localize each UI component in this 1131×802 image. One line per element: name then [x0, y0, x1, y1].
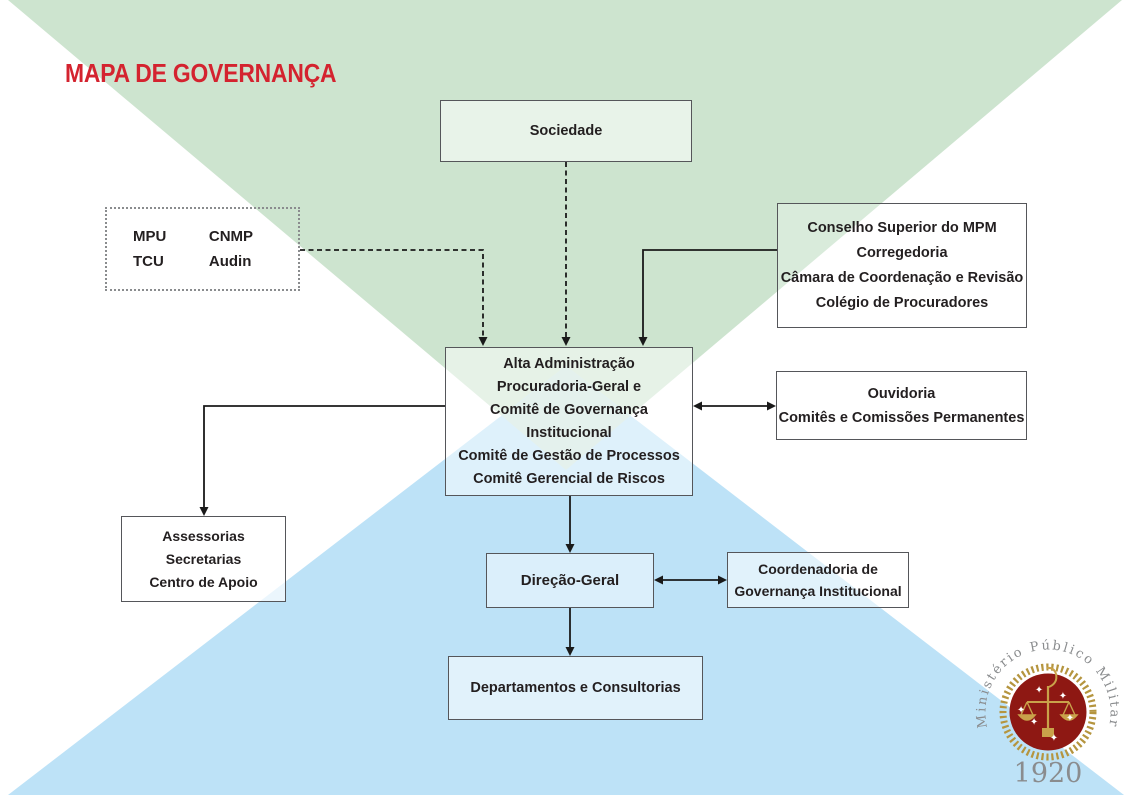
arrowhead-down-icon — [561, 337, 571, 346]
external-organ-label: CNMP — [208, 228, 254, 245]
arrowhead-left-icon — [654, 575, 663, 585]
box-label: Procuradoria-Geral e — [496, 378, 642, 395]
mpm-seal: Ministério Público Militar ✦ ✦ ✦ ✦ ✦ ✦ 1… — [974, 638, 1120, 789]
connector-lines — [203, 162, 777, 648]
box-label: Corregedoria — [856, 244, 948, 261]
box-departamentos-consultorias: Departamentos e Consultorias — [448, 656, 703, 720]
scales-of-justice-icon — [1017, 666, 1079, 737]
arrowhead-down-icon — [638, 337, 648, 346]
box-label: Comitê de Governança Institucional — [490, 401, 648, 441]
box-label: Comitês e Comissões Permanentes — [778, 409, 1025, 426]
box-label: Câmara de Coordenação e Revisão — [780, 269, 1024, 286]
arrowhead-right-icon — [718, 575, 727, 585]
box-label: Sociedade — [529, 123, 603, 139]
box-label: Direção-Geral — [520, 572, 620, 589]
arrowhead-down-icon — [478, 337, 488, 346]
box-ouvidoria: Ouvidoria Comitês e Comissões Permanente… — [776, 371, 1027, 440]
green-triangle — [8, 0, 1122, 470]
box-label: Assessorias — [162, 527, 245, 544]
page-title: MAPA DE GOVERNANÇA — [65, 58, 337, 88]
external-organ-label: Audin — [208, 253, 252, 270]
svg-text:✦: ✦ — [1017, 705, 1025, 716]
arrowheads — [199, 337, 776, 656]
arrowhead-down-icon — [565, 544, 575, 553]
connector-external-to-alta — [300, 249, 484, 338]
svg-text:✦: ✦ — [1035, 685, 1043, 696]
box-label: Coordenadoria de — [758, 561, 878, 577]
box-coordenadoria-governanca: Coordenadoria de Governança Instituciona… — [727, 552, 909, 608]
box-alta-administracao: Alta Administração Procuradoria-Geral e … — [445, 347, 693, 496]
external-organ-label: TCU — [133, 253, 164, 270]
box-label: Ouvidoria — [867, 385, 936, 402]
svg-text:✦: ✦ — [1030, 717, 1038, 728]
box-label: Colégio de Procuradores — [815, 294, 989, 311]
box-label: Secretarias — [165, 550, 242, 567]
connector-conselho-to-alta — [642, 249, 777, 338]
blue-triangle — [8, 366, 1124, 795]
seal-stars-icon: ✦ ✦ ✦ ✦ ✦ ✦ — [1017, 685, 1074, 744]
box-external-control-organs: MPU CNMP TCU Audin — [105, 207, 300, 291]
box-label: Conselho Superior do MPM — [807, 219, 997, 236]
box-label: Comitê Gerencial de Riscos — [473, 470, 665, 487]
seal-year: 1920 — [1014, 758, 1083, 789]
box-label: Alta Administração — [503, 355, 635, 372]
svg-text:✦: ✦ — [1066, 713, 1074, 724]
box-conselho-superior: Conselho Superior do MPM Corregedoria Câ… — [777, 203, 1027, 328]
arrowhead-down-icon — [565, 647, 575, 656]
connector-alta-to-assessorias — [203, 405, 445, 508]
box-direcao-geral: Direção-Geral — [486, 553, 654, 608]
box-label: Comitê de Gestão de Processos — [458, 447, 680, 464]
box-sociedade: Sociedade — [440, 100, 692, 162]
svg-text:✦: ✦ — [1059, 691, 1067, 702]
box-label: Departamentos e Consultorias — [470, 680, 681, 696]
box-label: Centro de Apoio — [149, 573, 258, 590]
arrowhead-right-icon — [767, 401, 776, 411]
svg-text:✦: ✦ — [1050, 733, 1058, 744]
box-assessorias: Assessorias Secretarias Centro de Apoio — [121, 516, 286, 602]
box-label: Governança Institucional — [734, 583, 902, 599]
arrowhead-down-icon — [199, 507, 209, 516]
arrowhead-left-icon — [693, 401, 702, 411]
external-organ-label: MPU — [133, 228, 167, 245]
